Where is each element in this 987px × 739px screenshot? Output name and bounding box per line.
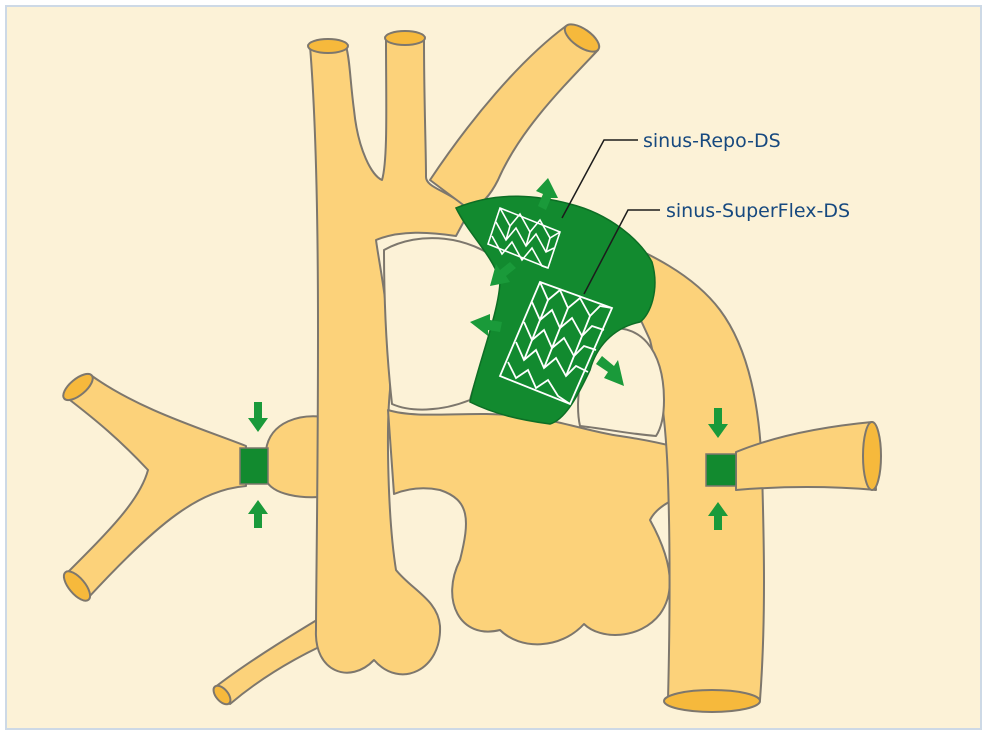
middle-top-vessel-end (385, 31, 425, 45)
right-lower-vessel-end (664, 690, 760, 712)
stent-upper-label: sinus-Repo-DS (643, 130, 781, 152)
stent-lower-label: sinus-SuperFlex-DS (666, 200, 850, 222)
left-stenosis-band (240, 448, 268, 484)
left-top-vessel-end (308, 39, 348, 53)
right-horizontal-vessel-end (863, 422, 881, 490)
right-stenosis-band (706, 454, 736, 486)
